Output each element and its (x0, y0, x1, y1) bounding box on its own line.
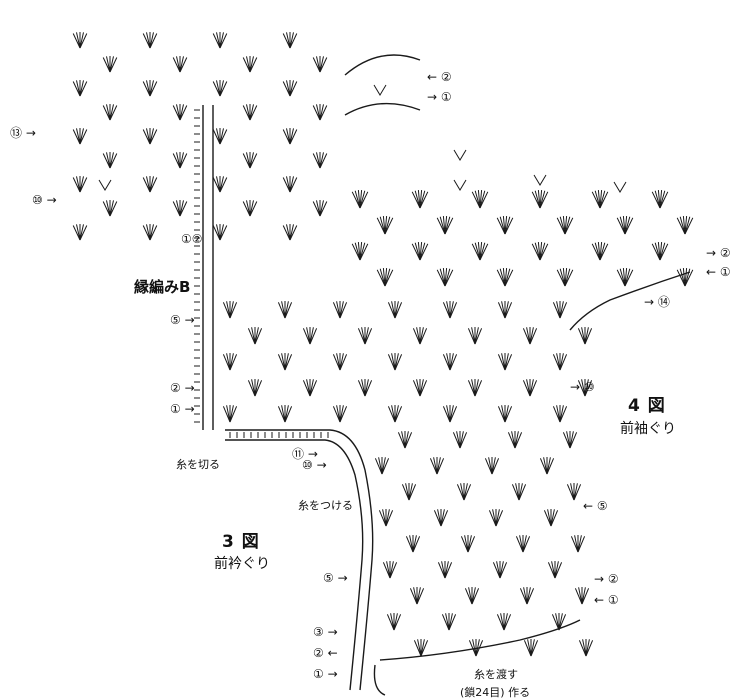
attach-yarn-label: 糸をつける (298, 499, 353, 512)
row-marker-10-mid: ⑩ → (302, 458, 327, 472)
row-marker-1-right: ← ① (706, 265, 731, 279)
row-marker-5-bottom: ⑤ → (323, 571, 348, 585)
pass-yarn-label: 糸を渡す (474, 668, 518, 681)
cut-yarn-label: 糸を切る (176, 458, 220, 471)
row-marker-1-top: ①② (181, 232, 203, 246)
chart-outline (202, 54, 691, 696)
row-marker-2-left: ② → (170, 381, 195, 395)
row-marker-1-left: ① → (170, 402, 195, 416)
row-marker-2-right-bottom: → ② (594, 572, 619, 586)
stitch-pattern (72, 32, 694, 657)
row-marker-2-bottom: ② ← (313, 646, 338, 660)
row-marker-2-top-right: ← ② (427, 70, 452, 84)
row-marker-10-right: → ⑩ (570, 380, 595, 394)
fig3-title: 前衿ぐり (214, 556, 270, 572)
fig3-number: 3 図 (222, 532, 260, 552)
row-marker-13: ⑬ → (10, 126, 36, 140)
row-marker-10-left: ⑩ → (32, 193, 57, 207)
fig4-title: 前袖ぐり (620, 421, 676, 437)
row-marker-2-right: → ② (706, 246, 731, 260)
chain-note-label: (鎖24目) 作る (460, 686, 531, 699)
fig4-number: 4 図 (628, 396, 666, 416)
row-marker-1-top-right: → ① (427, 90, 452, 104)
row-marker-3-bottom: ③ → (313, 625, 338, 639)
row-marker-1-right-bottom: ← ① (594, 593, 619, 607)
row-marker-5-right: ← ⑤ (583, 499, 608, 513)
row-marker-14: → ⑭ (644, 295, 670, 309)
row-marker-11: ⑪ → (292, 447, 318, 461)
edging-b-label: 縁編みB (134, 278, 191, 296)
row-marker-1-bottom: ① → (313, 667, 338, 681)
row-marker-5-left: ⑤ → (170, 313, 195, 327)
